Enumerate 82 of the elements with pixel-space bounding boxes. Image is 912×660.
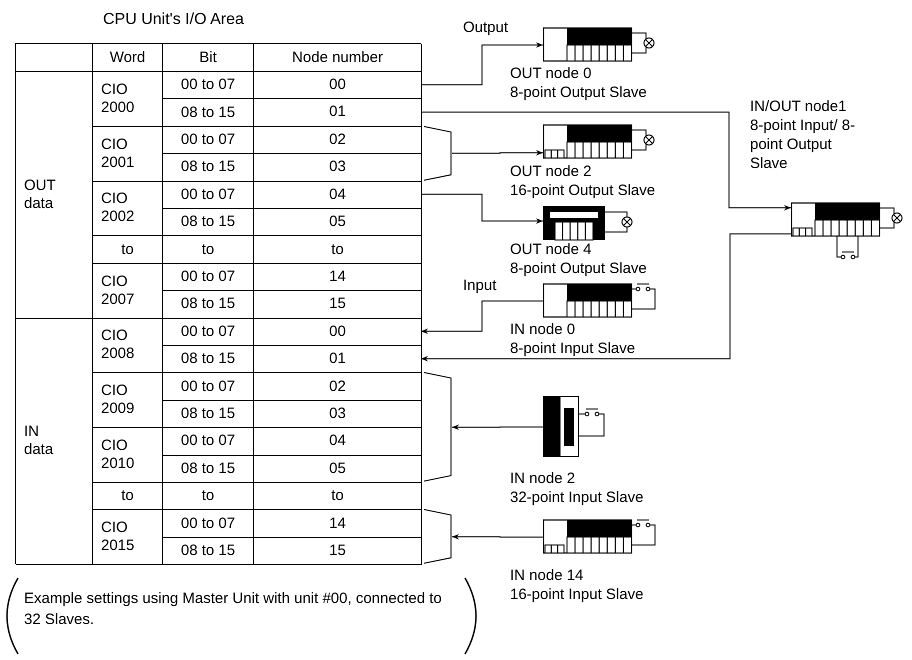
table-cell: CIO 2015 [93, 510, 163, 566]
table-cell: 08 to 15 [163, 400, 254, 428]
note-text: Example settings using Master Unit with unit #00, connected to 32 Slaves. [24, 589, 443, 630]
table-cell: 03 [254, 400, 422, 428]
table-cell: 08 to 15 [163, 291, 254, 319]
table-cell: 00 [254, 318, 422, 346]
table-cell: 08 to 15 [163, 538, 254, 566]
table-cell: to [163, 236, 254, 264]
table-cell: 08 to 15 [163, 99, 254, 127]
table-cell: 05 [254, 209, 422, 236]
table-cell: 05 [254, 456, 422, 483]
table-cell: 08 to 15 [163, 209, 254, 236]
slave-unit-drawing [791, 202, 903, 260]
slave-label: 16-point Input Slave [510, 585, 644, 604]
header-cell: Word [93, 44, 163, 72]
table-cell: 08 to 15 [163, 154, 254, 182]
table-cell: CIO 2010 [93, 428, 163, 483]
table-cell: 04 [254, 428, 422, 456]
table-cell: CIO 2002 [93, 182, 163, 236]
table-title: CPU Unit's I/O Area [103, 10, 244, 30]
table-cell: CIO 2008 [93, 318, 163, 374]
table-cell: 00 [254, 72, 422, 100]
bracket [424, 509, 452, 564]
table-cell: 14 [254, 510, 422, 538]
arrow [452, 424, 544, 430]
table-cell: 00 to 07 [163, 182, 254, 209]
slave-label: IN node 14 [510, 566, 584, 585]
arrow [420, 300, 544, 334]
section-label: Input [463, 276, 498, 296]
table-cell: to [254, 483, 422, 510]
table-cell: 00 to 07 [163, 318, 254, 346]
table-cell: 15 [254, 291, 422, 319]
table-cell: 02 [254, 373, 422, 401]
table-cell: 08 to 15 [163, 456, 254, 483]
slave-label: 8-point Input Slave [510, 339, 636, 358]
arrow [420, 112, 792, 211]
arrow [452, 534, 544, 540]
table-cell: 08 to 15 [163, 346, 254, 374]
table-cell: IN data [16, 318, 93, 566]
table-cell: 03 [254, 154, 422, 182]
table-cell: CIO 2001 [93, 126, 163, 182]
section-label: Output [463, 18, 510, 38]
slave-unit-drawing [543, 206, 635, 241]
arrow [420, 233, 792, 362]
slave-label: OUT node 0 [510, 64, 592, 83]
table-cell: CIO 2000 [93, 72, 163, 127]
slave-label: OUT node 4 [510, 240, 592, 259]
table-cell: 04 [254, 182, 422, 209]
slave-label: IN/OUT node1 [750, 97, 848, 116]
table-cell: 02 [254, 126, 422, 154]
table-cell: OUT data [16, 72, 93, 319]
table-cell: 00 to 07 [163, 510, 254, 538]
table-cell: 00 to 07 [163, 428, 254, 456]
bracket [424, 126, 452, 181]
table-cell: to [254, 236, 422, 264]
table-cell: CIO 2009 [93, 373, 163, 428]
slave-label: OUT node 2 [510, 162, 592, 181]
slave-label: 8-point Input/ 8-point Output Slave [750, 116, 856, 173]
table-cell: to [93, 236, 163, 264]
slave-label: IN node 0 [510, 320, 576, 339]
slave-label: 8-point Output Slave [510, 83, 648, 102]
arrow [420, 194, 544, 224]
header-cell: Node number [254, 44, 422, 72]
slave-label: 16-point Output Slave [510, 181, 656, 200]
table-cell: 00 to 07 [163, 126, 254, 154]
slave-label: 8-point Output Slave [510, 259, 648, 278]
header-cell: Bit [163, 44, 254, 72]
table-cell: 00 to 07 [163, 264, 254, 292]
table-cell: 14 [254, 264, 422, 292]
bracket [424, 372, 452, 482]
table-cell: CIO 2007 [93, 264, 163, 319]
table-cell: 00 to 07 [163, 373, 254, 401]
slave-label: 32-point Input Slave [510, 488, 644, 507]
slave-label: IN node 2 [510, 469, 576, 488]
arrow [452, 150, 544, 156]
table-cell: 15 [254, 538, 422, 566]
table-cell: to [93, 483, 163, 510]
arrow [420, 42, 544, 86]
table-cell: 00 to 07 [163, 72, 254, 100]
table-cell: to [163, 483, 254, 510]
table-cell: 01 [254, 346, 422, 374]
table-cell: 01 [254, 99, 422, 127]
